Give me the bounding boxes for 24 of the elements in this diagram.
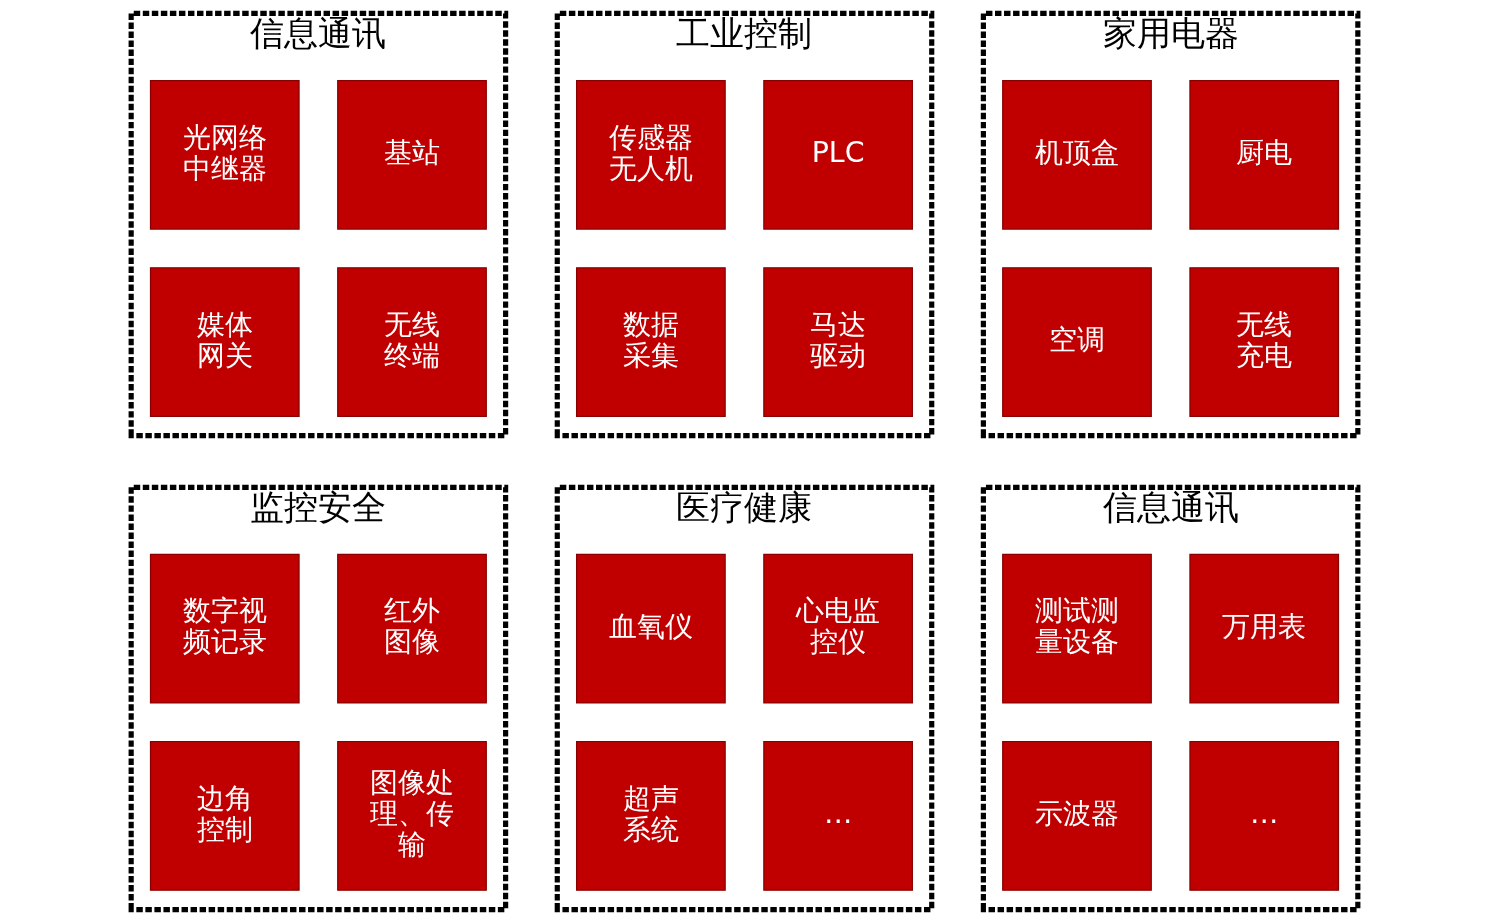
node-box: 数字视频记录 [149,553,300,704]
node-box: 数据采集 [575,267,726,417]
node-box: 传感器 无人机 [575,79,726,230]
node-box: … [1188,741,1339,891]
node-box: 无线终端 [336,267,487,417]
node-box: 图像处理、传输 [336,741,487,891]
node-box: 无线充电 [1188,267,1339,417]
node-box: 厨电 [1188,79,1339,230]
node-box: 万用表 [1188,553,1339,704]
node-box: 红外图像 [336,553,487,704]
node-box: 光网络中继器 [149,79,300,230]
node-box: 媒体网关 [149,267,300,417]
node-box: 示波器 [1001,741,1152,891]
node-box: … [762,741,913,891]
node-box: 边角控制 [149,741,300,891]
node-box: 血氧仪 [575,553,726,704]
node-box: 超声系统 [575,741,726,891]
node-box: 空调 [1001,267,1152,417]
node-box: 心电监控仪 [762,553,913,704]
node-box: 马达驱动 [762,267,913,417]
node-box: 测试测量设备 [1001,553,1152,704]
node-box: 机顶盒 [1001,79,1152,230]
node-box: 基站 [336,79,487,230]
node-box: PLC [762,79,913,230]
